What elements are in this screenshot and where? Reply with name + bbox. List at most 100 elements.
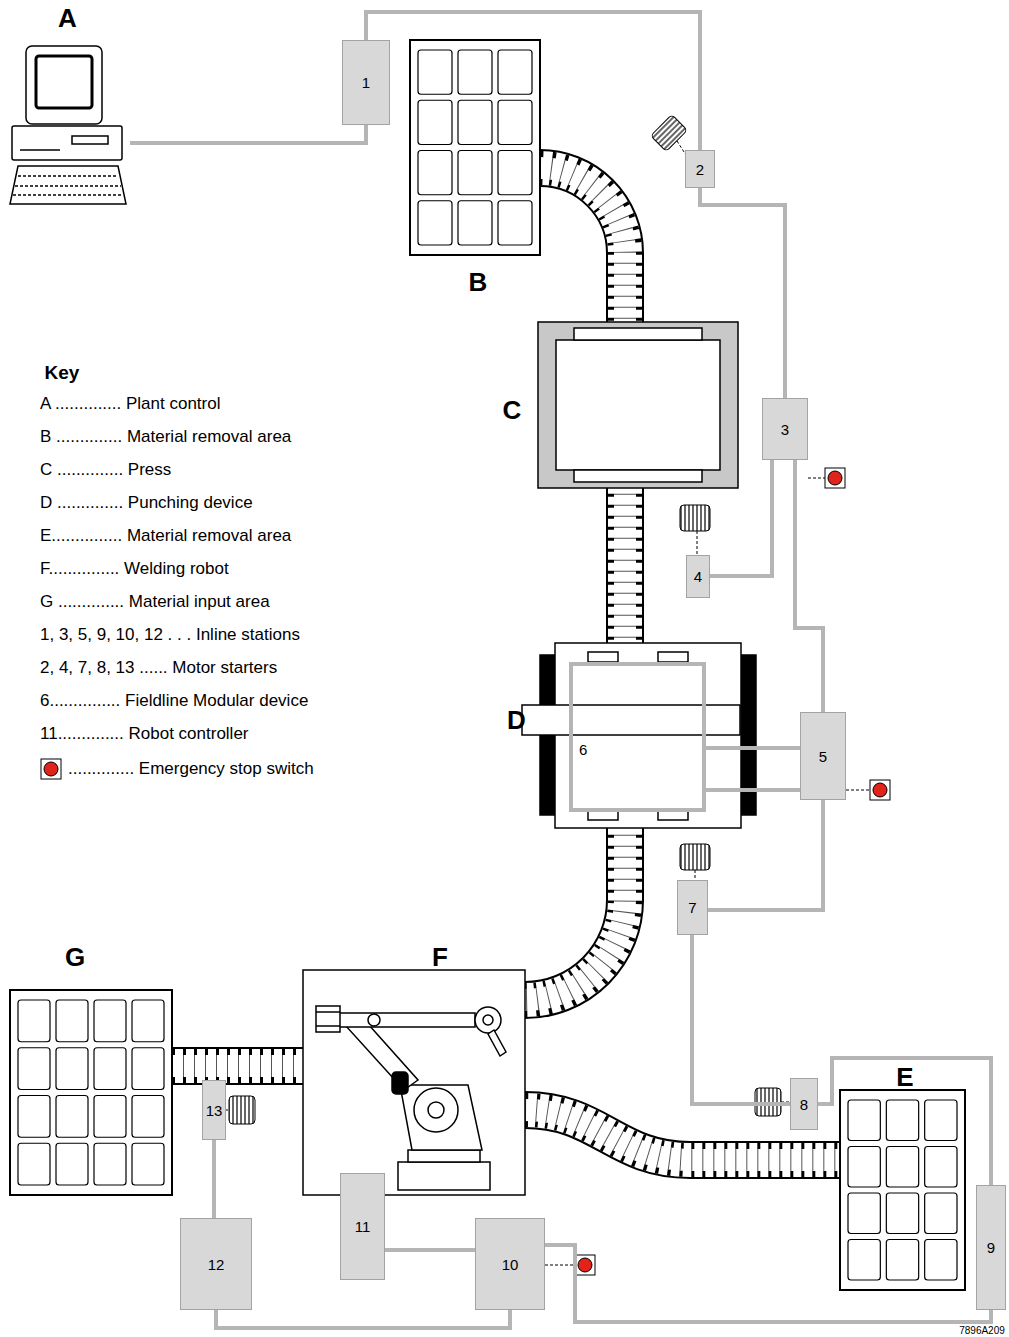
station-number: 12 [208,1257,225,1272]
station-number: 3 [781,422,789,437]
station-box: 11 [340,1173,385,1280]
conveyor-belt [525,168,625,1000]
fieldline-loop: 6 [569,662,706,812]
rack-bin [925,1147,957,1188]
station-number: 8 [800,1097,808,1112]
rack-bin [18,1000,50,1042]
rack-bin [132,1000,164,1042]
area-letter: D [507,707,526,733]
rack-bin [458,151,492,195]
station-number: 11 [355,1219,371,1234]
key-row: A .............. Plant control [40,395,220,414]
drawing-number: 7896A209 [959,1326,1005,1336]
key-row: B .............. Material removal area [40,428,291,447]
rack-bin [498,50,532,94]
rack-bin [925,1193,957,1234]
bus-connector [366,12,700,150]
rack-bin [418,100,452,144]
rack-frame [840,1090,965,1290]
bus-connector [706,746,800,750]
rack-bin [418,151,452,195]
key-text: 1, 3, 5, 9, 10, 12 . . . Inline stations [40,626,300,645]
rack-bin [886,1147,918,1188]
key-row: D .............. Punching device [40,494,253,513]
key-row: C .............. Press [40,461,171,480]
area-letter: 6 [579,742,587,757]
station-box: 12 [180,1218,252,1310]
rack-bin [132,1048,164,1090]
station-number: 1 [362,75,370,90]
key-text: F............... Welding robot [40,560,229,579]
bus-connector [692,800,823,910]
conveyor-belt [525,168,625,1000]
key-text: E............... Material removal area [40,527,291,546]
rack-bin [56,1096,88,1138]
conveyor-belt [525,168,625,1000]
station-box: 8 [790,1078,818,1130]
key-text: 11.............. Robot controller [40,725,249,744]
key-row: .............. Emergency stop switch [40,758,314,780]
key-row: F............... Welding robot [40,560,229,579]
emergency-stop [545,468,890,1275]
conveyor-belt [172,1049,303,1083]
rack-bin [418,201,452,245]
key-row: 11.............. Robot controller [40,725,249,744]
rack-bin [886,1240,918,1281]
key-text: C .............. Press [40,461,171,480]
rack-bin [18,1143,50,1185]
conveyor-belt [525,168,625,1000]
rack-bin [848,1240,880,1281]
station-box: 7 [677,880,708,935]
bus-cable [705,788,800,792]
rack-bin [18,1096,50,1138]
rack-bin [848,1147,880,1188]
rack-bin [498,201,532,245]
station-box: 1 [342,40,390,125]
station-number: 2 [696,162,704,177]
rack-bin [925,1240,957,1281]
station-box: 13 [202,1080,227,1140]
bus-connector [212,1140,216,1218]
key-row: 2, 4, 7, 8, 13 ...... Motor starters [40,659,277,678]
station-box: 3 [762,398,808,460]
rack-bin [886,1100,918,1141]
rack-bin [94,1143,126,1185]
conveyor-belt [172,1049,303,1083]
key-row: 6............... Fieldline Modular devic… [40,692,308,711]
area-letter: E [896,1064,913,1090]
station-box: 2 [685,150,715,188]
rack-bin [94,1096,126,1138]
rack-bin [94,1048,126,1090]
rack-bin [498,100,532,144]
punching-device [522,643,756,828]
press [538,322,738,488]
conveyor-belt [172,1055,303,1077]
bus-connector [692,935,790,1104]
station-number: 7 [688,900,696,915]
bus-connector [818,1058,991,1185]
station-box: 9 [976,1185,1006,1310]
rack-bin [498,151,532,195]
rack-bin [418,50,452,94]
bus-connector [700,188,785,398]
welding-robot [303,970,525,1195]
motor [229,115,781,1124]
rack-bin [56,1143,88,1185]
area-letter: B [469,269,488,295]
station-number: 10 [502,1257,519,1272]
key-row: E............... Material removal area [40,527,291,546]
area-letter: G [65,944,85,970]
rack-bin [458,201,492,245]
rack-bin [132,1096,164,1138]
rack-bin [848,1100,880,1141]
station-number: 9 [987,1240,995,1255]
station-box: 5 [800,712,846,800]
key-text: B .............. Material removal area [40,428,291,447]
device-area: A [8,5,130,210]
rack-bin [94,1000,126,1042]
key-text: 2, 4, 7, 8, 13 ...... Motor starters [40,659,277,678]
key-heading: Key [45,363,80,382]
rack-bin [56,1000,88,1042]
key-row: G .............. Material input area [40,593,270,612]
rack-frame [10,990,172,1195]
